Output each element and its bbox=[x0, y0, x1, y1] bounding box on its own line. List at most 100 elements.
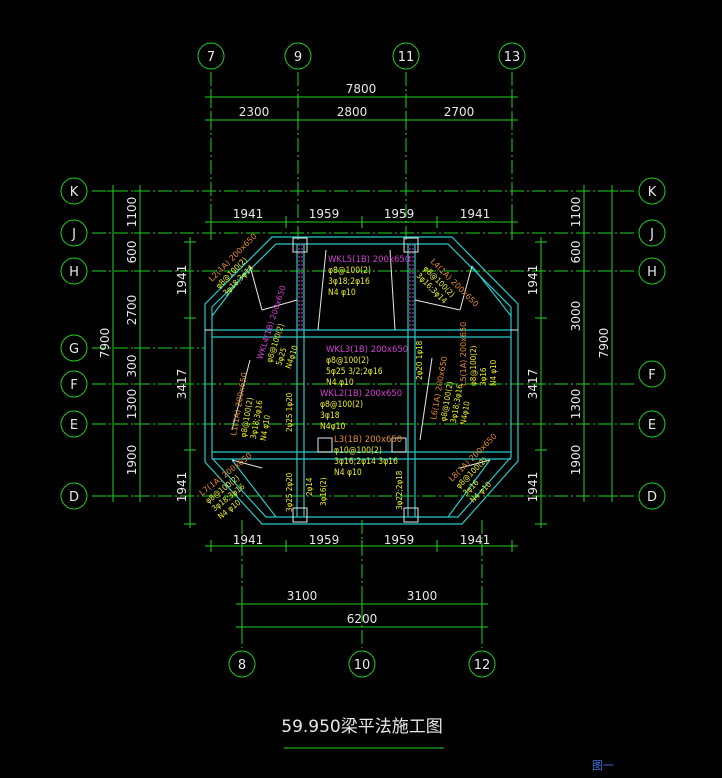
wkl3-line-3: 5φ25 3/2;2φ16 bbox=[326, 367, 383, 377]
grid-bubbles-left: K J H G F E D bbox=[60, 177, 88, 510]
dim-top-seg-3: 2700 bbox=[444, 105, 475, 119]
dim-top-inner-1: 1941 bbox=[233, 207, 264, 221]
dim-left-inner-1: 1941 bbox=[175, 265, 189, 296]
annotation-l1: L1(1A) 200x650 φ8@100(2) 3φ18;3φ16 N4 φ1… bbox=[229, 372, 272, 442]
l3-line-1: L3(1B) 200x650 bbox=[334, 435, 402, 445]
dim-right-inner-1: 1941 bbox=[526, 265, 540, 296]
dim-bottom-seg-1: 3100 bbox=[287, 589, 318, 603]
annotation-l7: L7(1A) 200x650 φ8@100(2) 3φ18;3φ16 N4 φ1… bbox=[198, 451, 254, 521]
misc-label-6: 3φ16(2) bbox=[319, 477, 328, 506]
grid-bubbles-bottom: 8 10 12 bbox=[228, 650, 496, 678]
grid-label-d-left: D bbox=[69, 490, 79, 505]
l5-line-4: N4 φ10 bbox=[489, 359, 498, 386]
grid-label-d-right: D bbox=[647, 490, 657, 505]
dim-top-inner-3: 1959 bbox=[384, 207, 415, 221]
columns bbox=[205, 237, 518, 523]
l5-line-1: L5(1A) 200x650 bbox=[459, 322, 468, 386]
l3-line-4: N4 φ10 bbox=[334, 468, 362, 478]
wkl2-line-3: 3φ18 bbox=[320, 411, 340, 421]
dim-bottom-seg-2: 3100 bbox=[407, 589, 438, 603]
beam-outline bbox=[204, 236, 519, 525]
misc-rebar-labels: 2φ25 1φ20 2φ20 1φ18 3φ22;2φ18 3φ25 2φ20 … bbox=[285, 340, 424, 512]
grid-label-e-right: E bbox=[648, 418, 656, 433]
leader-lines bbox=[231, 249, 491, 469]
l3-line-2: φ10@100(2) bbox=[334, 446, 382, 456]
dimension-lines bbox=[107, 90, 618, 633]
dim-left-seg-6: 1900 bbox=[125, 445, 139, 476]
grid-label-j-right: J bbox=[649, 227, 654, 242]
l5-line-2: φ8@100(2) bbox=[469, 345, 478, 386]
grid-label-13: 13 bbox=[504, 50, 521, 65]
grid-label-h-left: H bbox=[69, 265, 79, 280]
wkl5-line-2: φ8@100(2) bbox=[328, 266, 371, 276]
wkl2-line-4: N4φ10 bbox=[320, 422, 345, 432]
misc-label-3: 3φ22;2φ18 bbox=[395, 470, 404, 510]
wkl3-line-1: WKL3(1B) 200x650 bbox=[326, 345, 408, 355]
misc-label-1: 2φ25 1φ20 bbox=[285, 392, 294, 432]
dim-right-seg-5: 1900 bbox=[569, 445, 583, 476]
dim-left-seg-5: 1300 bbox=[125, 389, 139, 420]
dim-right-inner-2: 3417 bbox=[526, 369, 540, 400]
misc-label-4: 3φ25 2φ20 bbox=[285, 472, 294, 512]
grid-bubbles-right: K J H F E D bbox=[638, 177, 666, 510]
dim-bottom-inner-1: 1941 bbox=[233, 533, 264, 547]
annotation-l2: L2(1A) 200x650 φ8@100(2) 3φ18;3φ14 bbox=[207, 232, 259, 298]
grid-label-k-left: K bbox=[70, 185, 79, 200]
dim-left-inner-3: 1941 bbox=[175, 472, 189, 503]
dim-right-seg-4: 1300 bbox=[569, 389, 583, 420]
grid-label-j-left: J bbox=[71, 227, 76, 242]
dim-bottom-inner-4: 1941 bbox=[460, 533, 491, 547]
grid-label-f-left: F bbox=[70, 378, 77, 393]
dim-left-total: 7900 bbox=[98, 328, 112, 359]
sheet-tag: 图一 bbox=[592, 759, 614, 772]
dim-right-inner-3: 1941 bbox=[526, 472, 540, 503]
l6-line-4: N4φ10 bbox=[459, 400, 472, 425]
grid-label-e-left: E bbox=[70, 418, 78, 433]
grid-label-g-left: G bbox=[69, 342, 79, 357]
l3-line-3: 3φ16;2φ14 3φ16 bbox=[334, 457, 398, 467]
grid-label-f-right: F bbox=[648, 368, 655, 383]
grid-label-8: 8 bbox=[238, 658, 246, 673]
annotation-wkl3: WKL3(1B) 200x650 φ8@100(2) 5φ25 3/2;2φ16… bbox=[326, 345, 408, 388]
grid-label-11: 11 bbox=[398, 50, 415, 65]
dim-bottom-inner-3: 1959 bbox=[384, 533, 415, 547]
grid-label-h-right: H bbox=[647, 265, 657, 280]
dim-left-seg-2: 600 bbox=[125, 241, 139, 264]
dim-top-seg-1: 2300 bbox=[239, 105, 270, 119]
grid-label-k-right: K bbox=[648, 185, 657, 200]
dim-left-seg-4: 300 bbox=[125, 355, 139, 378]
dim-top-seg-2: 2800 bbox=[337, 105, 368, 119]
wkl3-line-4: N4 φ10 bbox=[326, 378, 354, 388]
l5-line-3: 3φ16 bbox=[479, 367, 488, 386]
misc-label-2: 2φ20 1φ18 bbox=[415, 340, 424, 380]
dim-left-seg-3: 2700 bbox=[125, 295, 139, 326]
annotation-wkl4: WKL4(1B) 200x650 φ8@100(2) 5φ25 N4φ10 bbox=[255, 284, 300, 370]
annotation-l3: L3(1B) 200x650 φ10@100(2) 3φ16;2φ14 3φ16… bbox=[334, 435, 402, 478]
dim-top-inner-4: 1941 bbox=[460, 207, 491, 221]
wkl2-line-1: WKL2(1B) 200x650 bbox=[320, 389, 402, 399]
dimension-text: 7800 2300 2800 2700 1941 1959 1959 1941 … bbox=[98, 82, 611, 626]
wkl5-line-4: N4 φ10 bbox=[328, 288, 356, 298]
dim-right-seg-3: 3000 bbox=[569, 301, 583, 332]
dim-right-total: 7900 bbox=[597, 328, 611, 359]
wkl5-line-1: WKL5(1B) 200x650 bbox=[328, 255, 410, 265]
annotation-wkl5: WKL5(1B) 200x650 φ8@100(2) 3φ18;2φ16 N4 … bbox=[328, 255, 410, 298]
wkl5-line-3: 3φ18;2φ16 bbox=[328, 277, 370, 287]
dim-right-seg-1: 1100 bbox=[569, 197, 583, 228]
annotation-wkl2: WKL2(1B) 200x650 φ8@100(2) 3φ18 N4φ10 bbox=[320, 389, 402, 432]
dim-right-seg-2: 600 bbox=[569, 241, 583, 264]
wkl3-line-2: φ8@100(2) bbox=[326, 356, 369, 366]
grid-label-7: 7 bbox=[207, 50, 215, 65]
grid-label-10: 10 bbox=[354, 658, 371, 673]
dim-top-inner-2: 1959 bbox=[309, 207, 340, 221]
misc-label-5: 2φ14 bbox=[305, 477, 314, 496]
dim-bottom-inner-2: 1959 bbox=[309, 533, 340, 547]
wkl2-line-2: φ8@100(2) bbox=[320, 400, 363, 410]
annotation-l5: L5(1A) 200x650 φ8@100(2) 3φ16 N4 φ10 bbox=[459, 322, 498, 386]
dim-left-seg-1: 1100 bbox=[125, 197, 139, 228]
dim-bottom-total: 6200 bbox=[347, 612, 378, 626]
dim-left-inner-2: 3417 bbox=[175, 369, 189, 400]
dim-top-total: 7800 bbox=[346, 82, 377, 96]
drawing-title: 59.950梁平法施工图 bbox=[281, 717, 442, 737]
